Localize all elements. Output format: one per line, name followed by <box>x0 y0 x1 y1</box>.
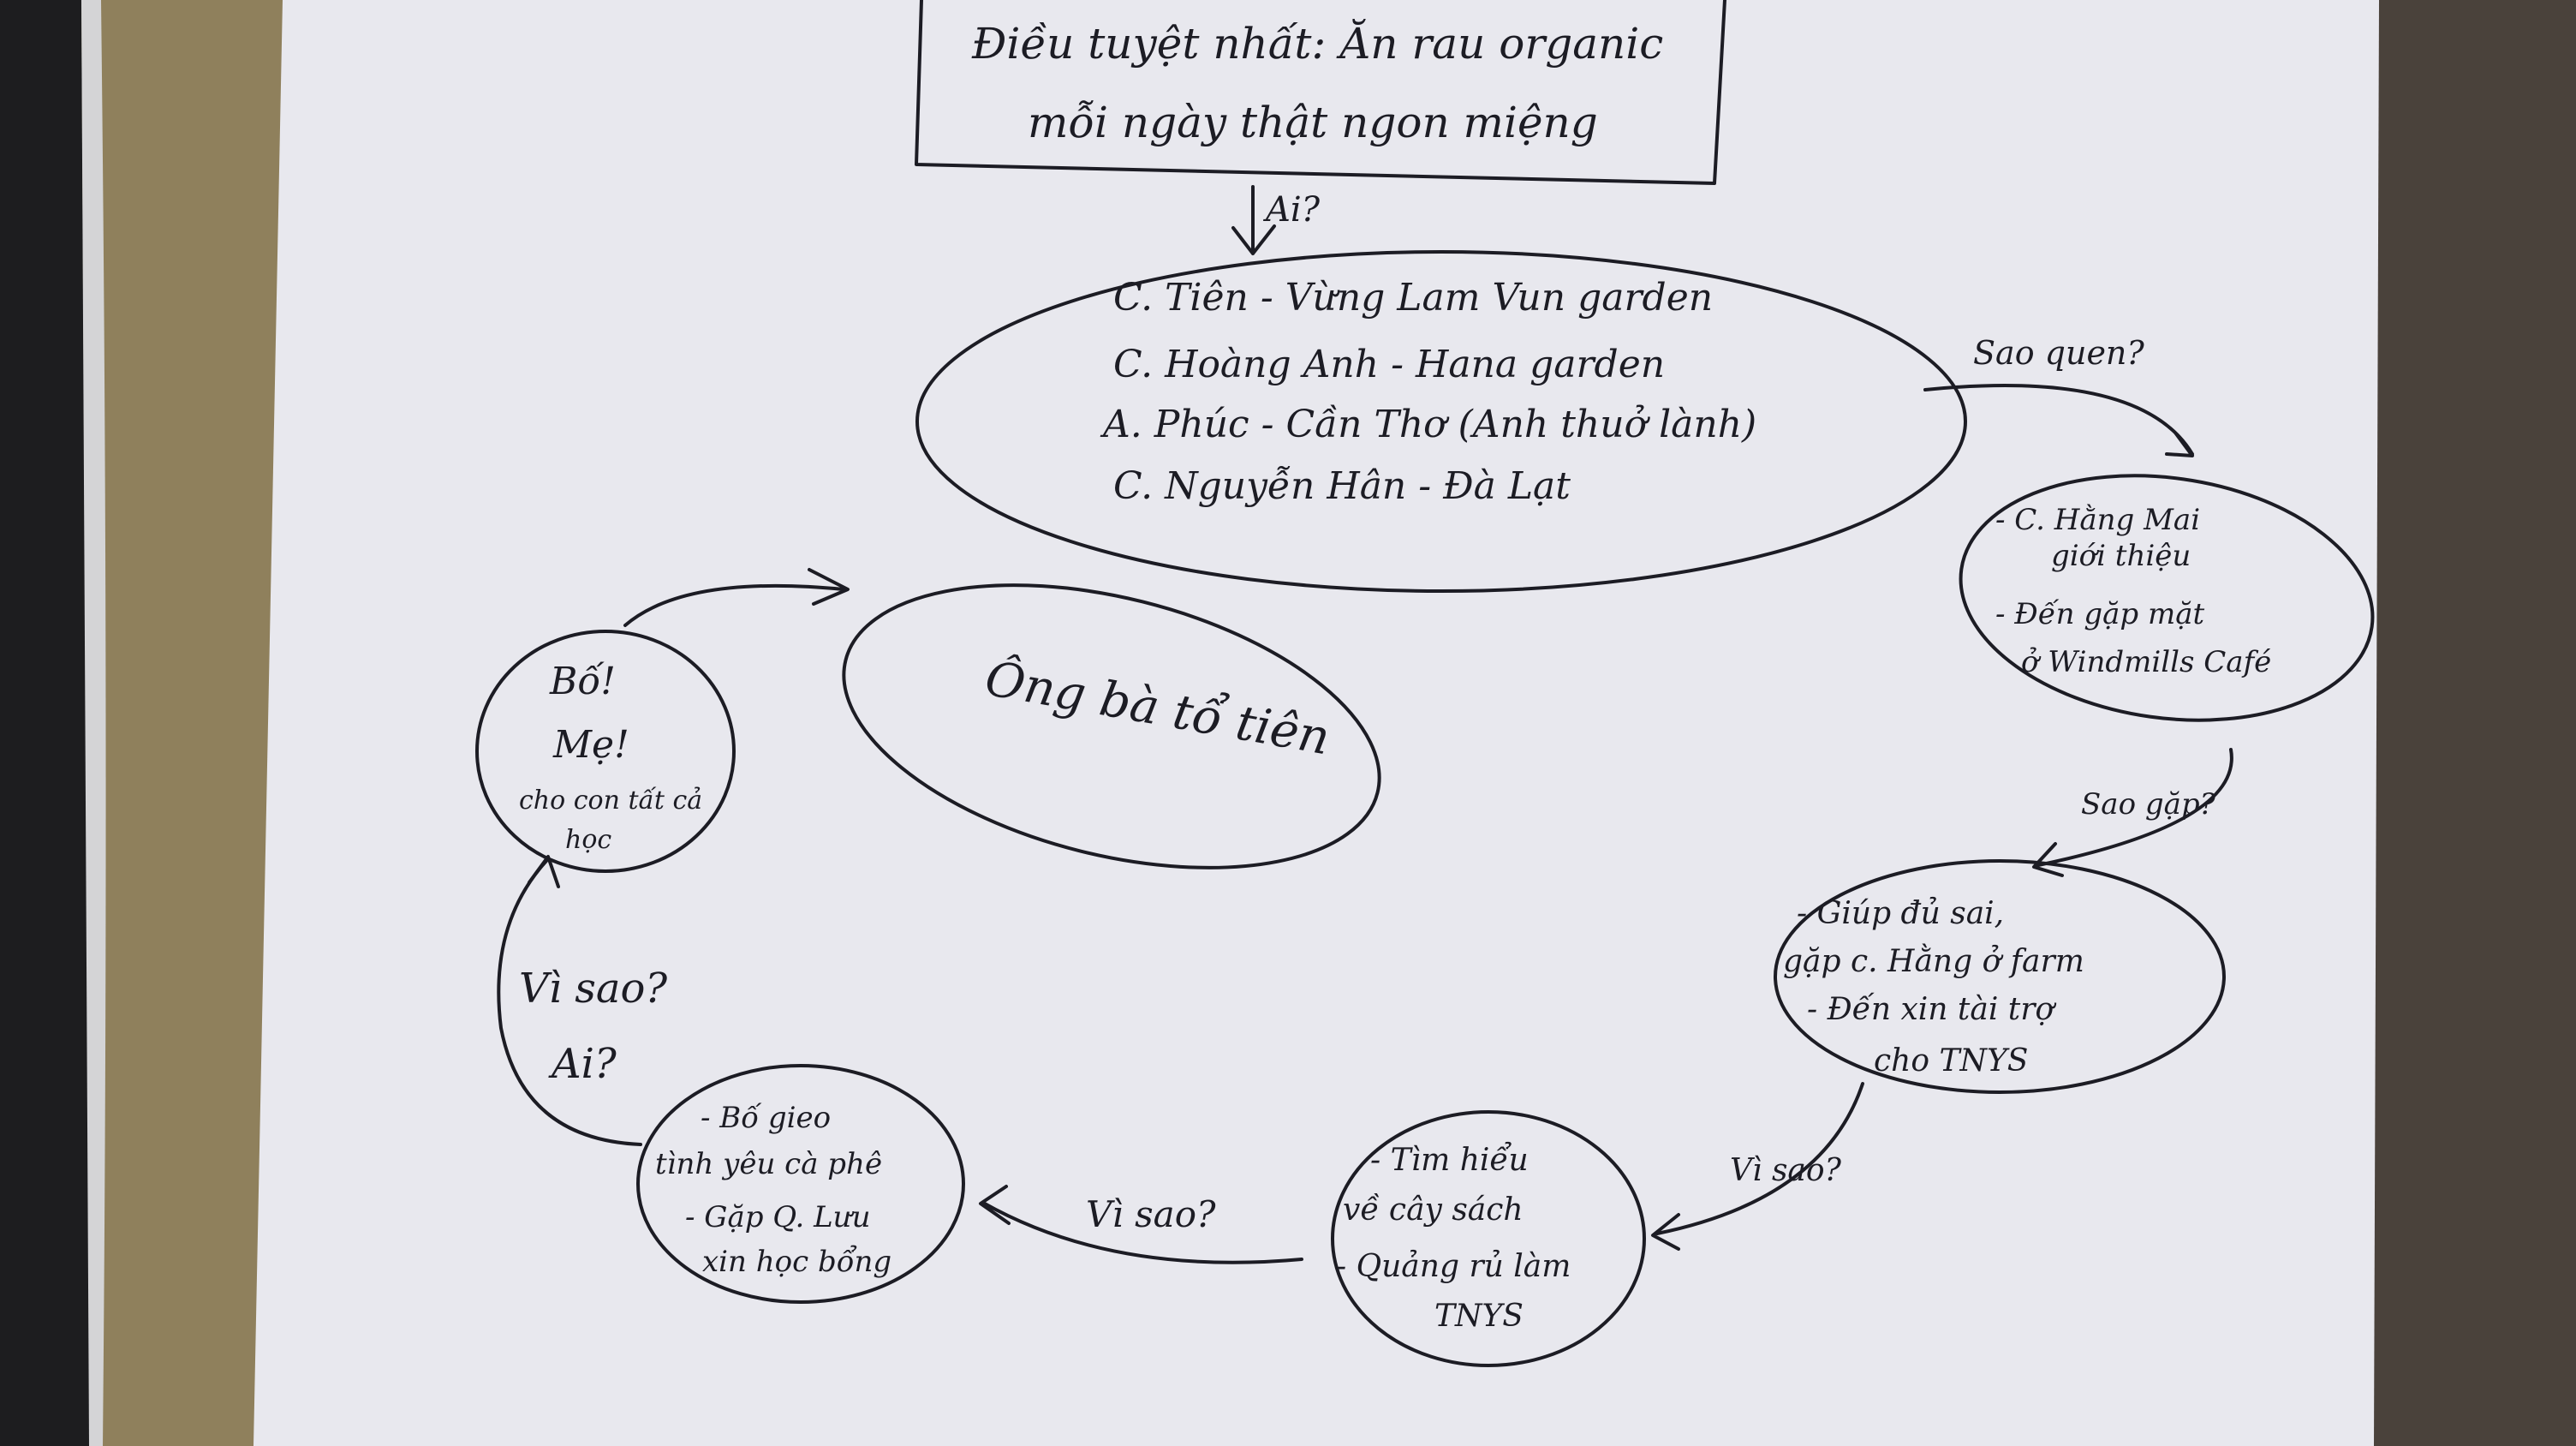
arrow-vi-sao-2: Vì sao? <box>979 1185 1303 1264</box>
father-line: - Gặp Q. Lưu <box>685 1200 870 1234</box>
people-item: C. Hoàng Anh - Hana garden <box>1113 343 1665 386</box>
books-circle: - Tìm hiểu về cây sách - Quảng rủ làm TN… <box>1331 1110 1646 1367</box>
arrow-vi-sao-ai-line2: Ai? <box>548 1040 617 1088</box>
meet-line: cho TNYS <box>1874 1043 2028 1079</box>
arrow-vi-sao-1-label: Vì sao? <box>1730 1153 1842 1188</box>
people-item: A. Phúc - Cần Thơ (Anh thuở lành) <box>1100 403 1756 446</box>
parents-line: cho con tất cả <box>519 786 702 816</box>
intro-ellipse: - C. Hằng Mai giới thiệu - Đến gặp mặt ở… <box>1959 474 2375 722</box>
arrow-sao-quen-label: Sao quen? <box>1973 334 2144 372</box>
intro-line: - C. Hằng Mai <box>1995 503 2200 537</box>
arrow-sao-quen: Sao quen? <box>1923 334 2194 457</box>
intro-line: giới thiệu <box>2051 539 2191 573</box>
intro-line: ở Windmills Café <box>2021 645 2271 679</box>
people-item: C. Nguyễn Hân - Đà Lạt <box>1113 464 1571 508</box>
arrow-vi-sao-ai: Vì sao? Ai? <box>497 855 667 1146</box>
laptop-body-edge <box>81 0 106 1446</box>
father-circle: - Bố gieo tình yêu cà phê - Gặp Q. Lưu x… <box>636 1064 965 1304</box>
parents-line: Mẹ! <box>552 723 629 767</box>
meet-line: - Giúp đủ sai, <box>1797 896 2004 931</box>
title-line-1: Điều tuyệt nhất: Ăn rau organic <box>971 18 1663 69</box>
father-line: - Bố gieo <box>701 1101 831 1135</box>
people-item: C. Tiên - Vừng Lam Vun garden <box>1113 276 1713 320</box>
arrow-ai: Ai? <box>1231 185 1321 255</box>
father-line: tình yêu cà phê <box>655 1147 882 1181</box>
father-line: xin học bổng <box>702 1245 891 1279</box>
laptop-screen-edge <box>0 0 90 1446</box>
title-line-2: mỗi ngày thật ngon miệng <box>1028 98 1598 147</box>
books-line: TNYS <box>1434 1299 1524 1334</box>
parents-line: Bố! <box>549 660 616 703</box>
arrow-sao-gap-label: Sao gặp? <box>2081 787 2216 822</box>
books-line: về cây sách <box>1343 1192 1524 1228</box>
meet-ellipse: - Giúp đủ sai, gặp c. Hằng ở farm - Đến … <box>1774 859 2226 1094</box>
books-line: - Tìm hiểu <box>1370 1142 1529 1178</box>
meet-line: - Đến xin tài trợ <box>1807 992 2056 1027</box>
arrow-to-ancestors <box>623 568 850 627</box>
arrow-ai-label: Ai? <box>1262 190 1321 230</box>
parents-circle: Bố! Mẹ! cho con tất cả học <box>475 630 736 873</box>
meet-line: gặp c. Hằng ở farm <box>1783 944 2084 979</box>
arrow-vi-sao-2-label: Vì sao? <box>1086 1193 1216 1235</box>
arrow-sao-gap: Sao gặp? <box>2032 748 2233 877</box>
arrow-vi-sao-1: Vì sao? <box>1651 1082 1864 1251</box>
people-ellipse: C. Tiên - Vừng Lam Vun garden C. Hoàng A… <box>915 250 1967 593</box>
arrow-vi-sao-ai-line1: Vì sao? <box>519 965 667 1013</box>
title-box: Điều tuyệt nhất: Ăn rau organic mỗi ngày… <box>915 0 1726 185</box>
paper-sheet <box>253 0 2379 1446</box>
parents-line: học <box>565 825 611 855</box>
books-line: - Quảng rủ làm <box>1336 1249 1571 1284</box>
dark-table-right <box>2364 0 2576 1446</box>
intro-line: - Đến gặp mặt <box>1995 597 2204 631</box>
